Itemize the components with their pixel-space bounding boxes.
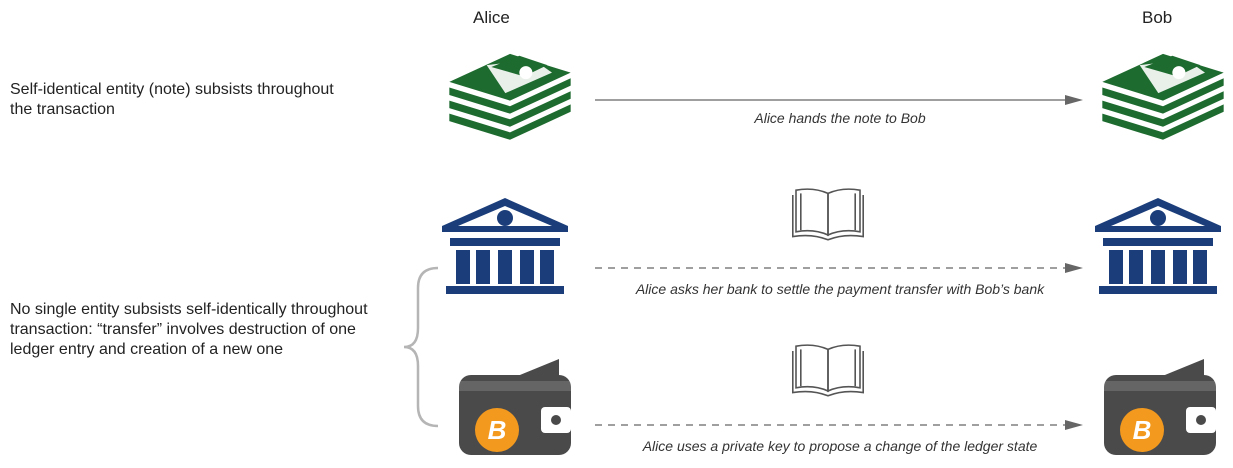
group-brace	[403, 266, 439, 428]
row1-caption: Alice hands the note to Bob	[754, 110, 926, 126]
alice-cash-stack-icon	[440, 48, 580, 142]
row2-caption: Alice asks her bank to settle the paymen…	[635, 281, 1045, 297]
svg-text:B: B	[1133, 415, 1152, 445]
svg-text:B: B	[488, 415, 507, 445]
header-bob: Bob	[1142, 8, 1173, 27]
bitcoin-icon	[475, 408, 519, 452]
bob-wallet-icon: B	[1104, 359, 1216, 455]
alice-wallet-icon: B	[459, 359, 571, 455]
bitcoin-icon	[1120, 408, 1164, 452]
ledger-book-icon	[788, 336, 868, 406]
row2-dashed-arrow	[595, 263, 1083, 273]
row3-caption: Alice uses a private key to propose a ch…	[642, 438, 1038, 454]
row1-description: Self-identical entity (note) subsists th…	[10, 81, 334, 118]
bob-cash-stack-icon	[1093, 48, 1233, 142]
alice-bank-icon	[440, 196, 570, 296]
header-alice: Alice	[473, 8, 510, 27]
row3-dashed-arrow	[595, 420, 1083, 430]
group-description: No single entity subsists self-identical…	[10, 301, 368, 358]
bob-bank-icon	[1093, 196, 1223, 296]
ledger-book-icon	[788, 180, 868, 250]
row1-solid-arrow	[595, 95, 1083, 105]
